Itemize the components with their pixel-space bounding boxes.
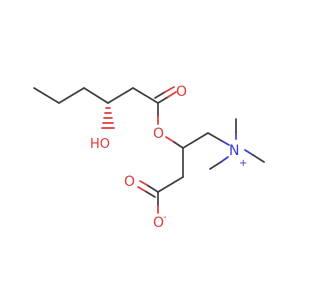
- bond-n-me3-n: [220, 156, 229, 163]
- bond-cooc-odouble-a: [146, 184, 159, 193]
- carboxylate-charge: -: [163, 212, 167, 223]
- bond-ch2-n: [207, 132, 223, 142]
- carboxylate-oxygen-double: O: [124, 174, 135, 190]
- bond-n-me2-n: [244, 149, 254, 156]
- bond-n-me3: [209, 161, 222, 170]
- bond-cooc-odouble-b-o: [137, 186, 146, 192]
- bond-c4-c3: [83, 87, 109, 104]
- bond-n-me2: [252, 154, 265, 163]
- nitrogen-charge: +: [239, 158, 247, 169]
- bond-cooc-odouble-a-o: [139, 180, 148, 186]
- bond-o-ch: [173, 141, 184, 149]
- bond-o-ch-o: [165, 136, 175, 143]
- structure-canvas: HO O O O O - N +: [33, 84, 265, 231]
- bond-c1-o-double-b: [154, 91, 166, 99]
- bond-cooc-odouble-b: [144, 190, 156, 198]
- nitrogen-atom: N: [229, 143, 239, 159]
- bond-c6-c5: [33, 87, 60, 104]
- bond-c5-c4: [58, 87, 85, 104]
- bond-ch-ch2-right: [182, 132, 209, 149]
- bond-c1-o-double-a-o: [167, 91, 177, 98]
- bond-c1-o-double-b-o: [164, 86, 175, 93]
- bond-c3-c2: [107, 87, 134, 104]
- bond-c2-c1: [132, 87, 159, 104]
- bond-c1-o-double-a: [157, 96, 169, 104]
- bond-ch2-n-n: [221, 140, 230, 146]
- stereo-hash-bond: [101, 107, 115, 129]
- bond-ch2-cooc: [157, 176, 184, 193]
- molecule-structure: HO O O O O - N +: [33, 84, 265, 231]
- ketone-oxygen: O: [176, 84, 187, 100]
- carboxylate-oxygen-single: O: [153, 215, 164, 231]
- ester-oxygen: O: [153, 126, 164, 142]
- hydroxyl-label: HO: [90, 137, 110, 152]
